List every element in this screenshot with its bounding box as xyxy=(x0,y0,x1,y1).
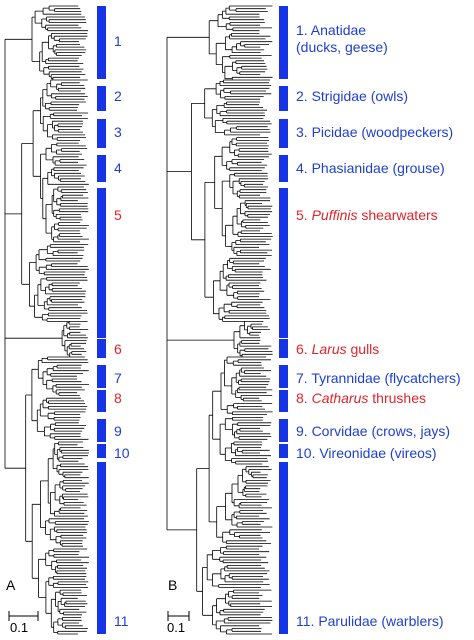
clade-label-b-6-genus: Larus xyxy=(311,341,347,357)
clade-bars-b xyxy=(279,6,288,634)
clade-label-b-8-rest: thrushes xyxy=(368,390,426,406)
clade-bar-5 xyxy=(97,188,106,338)
clade-label-b-4: 4. Phasianidae (grouse) xyxy=(296,160,445,176)
clade-label-b-8: 8. Catharus thrushes xyxy=(296,390,426,407)
clade-bar-8 xyxy=(97,390,106,412)
clade-label-b-8-num: 8. xyxy=(296,390,312,406)
clade-label-b-6-rest: gulls xyxy=(346,341,380,357)
clade-bar-9 xyxy=(279,419,288,442)
clade-label-b-3: 3. Picidae (woodpeckers) xyxy=(296,124,454,140)
clade-label-b-1: 1. Anatidae (ducks, geese) xyxy=(296,22,388,56)
clade-label-a-11: 11 xyxy=(114,613,129,629)
clade-label-b-10: 10. Vireonidae (vireos) xyxy=(296,445,437,461)
tree-b xyxy=(166,5,273,635)
clade-bar-1 xyxy=(97,6,106,79)
clade-label-b-5-num: 5. xyxy=(296,207,312,223)
clade-label-a-6: 6 xyxy=(114,341,122,357)
tree-branches xyxy=(4,5,89,635)
clade-bar-1 xyxy=(279,6,288,79)
clade-bar-8 xyxy=(279,390,288,412)
clade-label-b-11: 11. Parulidae (warblers) xyxy=(296,613,444,629)
clade-label-b-9: 9. Corvidae (crows, jays) xyxy=(296,423,451,439)
clade-label-a-2: 2 xyxy=(114,88,122,104)
clade-label-b-2: 2. Strigidae (owls) xyxy=(296,88,409,104)
clade-label-a-4: 4 xyxy=(114,160,122,176)
clade-bar-2 xyxy=(97,86,106,111)
scale-bar-a xyxy=(8,611,39,621)
clade-bar-10 xyxy=(97,444,106,458)
scale-bar-b xyxy=(167,611,190,621)
clade-bar-11 xyxy=(279,462,288,634)
clade-label-b-5-genus: Puffinis xyxy=(311,207,358,223)
clade-bar-5 xyxy=(279,188,288,338)
clade-bar-6 xyxy=(97,339,106,358)
clade-label-a-5: 5 xyxy=(114,207,122,223)
clade-bar-3 xyxy=(279,119,288,148)
clade-bar-6 xyxy=(279,339,288,358)
clade-label-b-5: 5. Puffinis shearwaters xyxy=(296,207,438,224)
panel-label-b: B xyxy=(168,577,178,593)
clade-label-b-6: 6. Larus gulls xyxy=(296,341,379,358)
panel-label-a: A xyxy=(6,577,16,593)
clade-label-b-8-genus: Catharus xyxy=(311,390,369,406)
clade-bar-9 xyxy=(97,419,106,442)
clade-bars-a xyxy=(97,6,106,634)
clade-bar-2 xyxy=(279,86,288,111)
clade-label-a-7: 7 xyxy=(114,370,122,386)
clade-label-a-3: 3 xyxy=(114,124,122,140)
clade-bar-7 xyxy=(97,365,106,388)
clade-label-a-9: 9 xyxy=(114,423,122,439)
tree-a xyxy=(4,5,89,635)
clade-label-b-1-line2: (ducks, geese) xyxy=(296,39,388,55)
scale-label-b: 0.1 xyxy=(167,620,186,635)
clade-bar-4 xyxy=(279,155,288,182)
clade-label-a-10: 10 xyxy=(114,445,130,461)
clade-bar-10 xyxy=(279,444,288,458)
clade-bar-4 xyxy=(97,155,106,182)
scale-label-a: 0.1 xyxy=(10,620,29,635)
clade-bar-7 xyxy=(279,365,288,388)
clade-label-a-8: 8 xyxy=(114,390,122,406)
clade-label-a-1: 1 xyxy=(114,33,122,49)
clade-label-b-6-num: 6. xyxy=(296,341,312,357)
clade-label-b-1-line1: 1. Anatidae xyxy=(296,22,367,38)
tree-branches xyxy=(166,5,273,635)
clade-bar-11 xyxy=(97,462,106,634)
clade-bar-3 xyxy=(97,119,106,148)
clade-label-b-5-rest: shearwaters xyxy=(357,207,438,223)
clade-label-b-7: 7. Tyrannidae (flycatchers) xyxy=(296,370,461,386)
